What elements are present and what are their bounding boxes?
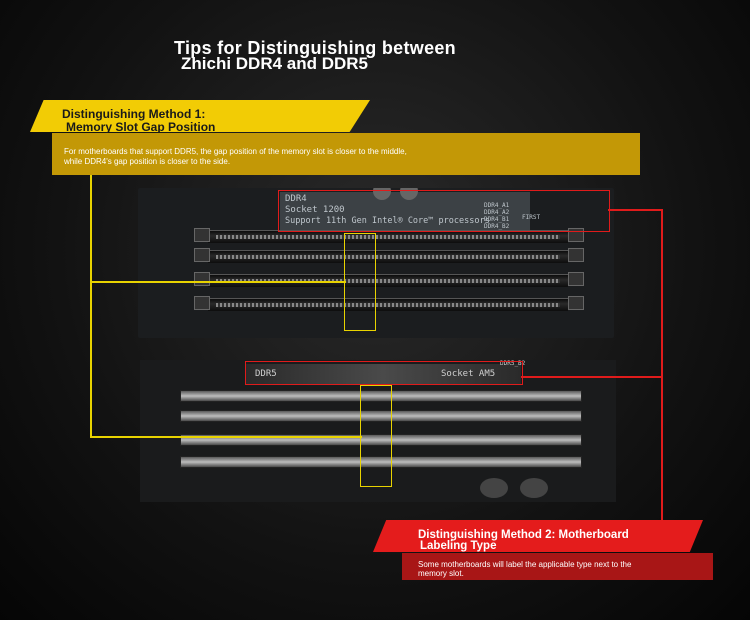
connector-line (608, 209, 662, 211)
ddr4-memory-slot (208, 230, 568, 243)
ddr4-memory-slot (208, 250, 568, 263)
method2-subheading: Labeling Type (420, 540, 497, 552)
ddr4-memory-slot (208, 298, 568, 311)
ddr5-gap-highlight (360, 385, 392, 487)
capacitor (480, 478, 508, 498)
ddr5-label-highlight (245, 361, 523, 385)
method2-description-box (402, 553, 713, 580)
connector-line (661, 209, 663, 522)
method1-heading: Distinguishing Method 1: (62, 107, 206, 121)
slot-latch (568, 272, 584, 286)
ddr4-slot-b1-label: DDR4_B1 (484, 216, 510, 223)
ddr4-support-text: Support 11th Gen Intel® Core™ processors (285, 216, 490, 226)
page-title-line2: Zhichi DDR4 and DDR5 (181, 54, 369, 73)
slot-latch (194, 296, 210, 310)
capacitor (400, 188, 418, 200)
ddr5-memory-slot (180, 456, 582, 468)
method1-description-box (52, 133, 640, 175)
ddr5-slot-code: DDR5_B2 (500, 360, 526, 367)
ddr4-slot-a2-label: DDR4_A2 (484, 209, 510, 216)
ddr5-type-text: DDR5 (255, 369, 277, 379)
connector-line (90, 436, 362, 438)
ddr5-label-strip: DDR5 Socket AM5 (245, 364, 521, 384)
slot-latch (194, 228, 210, 242)
connector-line (90, 175, 92, 437)
ddr5-motherboard-image: DDR5 Socket AM5 DDR5_B2 (140, 360, 616, 502)
ddr4-socket-text: Socket 1200 (285, 205, 345, 215)
method1-banner (30, 100, 370, 132)
capacitor (520, 478, 548, 498)
slot-latch (568, 296, 584, 310)
ddr5-memory-slot (180, 390, 582, 402)
method1-description: For motherboards that support DDR5, the … (64, 147, 407, 166)
slot-latch (568, 248, 584, 262)
ddr4-motherboard-image: DDR4 Socket 1200 Support 11th Gen Intel®… (138, 188, 614, 338)
ddr4-memory-slot (208, 274, 568, 287)
ddr4-type-text: DDR4 (285, 194, 307, 204)
method2-banner (373, 520, 703, 552)
ddr5-memory-slot (180, 410, 582, 422)
connector-line (90, 281, 346, 283)
ddr5-socket-text: Socket AM5 (441, 369, 496, 379)
connector-line (521, 376, 661, 378)
method1-subheading: Memory Slot Gap Position (66, 120, 216, 134)
ddr4-slot-a1-label: DDR4_A1 (484, 202, 510, 209)
ddr4-slot-b2-label: DDR4_B2 (484, 223, 510, 230)
ddr4-first-label: FIRST (522, 214, 541, 221)
slot-latch (194, 248, 210, 262)
ddr4-gap-highlight (344, 233, 376, 331)
capacitor (373, 188, 391, 200)
ddr4-label-highlight (278, 190, 610, 232)
page-title-line1: Tips for Distinguishing between (174, 38, 456, 58)
slot-latch (194, 272, 210, 286)
method2-description: Some motherboards will label the applica… (418, 560, 632, 578)
method2-heading: Distinguishing Method 2: Motherboard (418, 529, 629, 541)
